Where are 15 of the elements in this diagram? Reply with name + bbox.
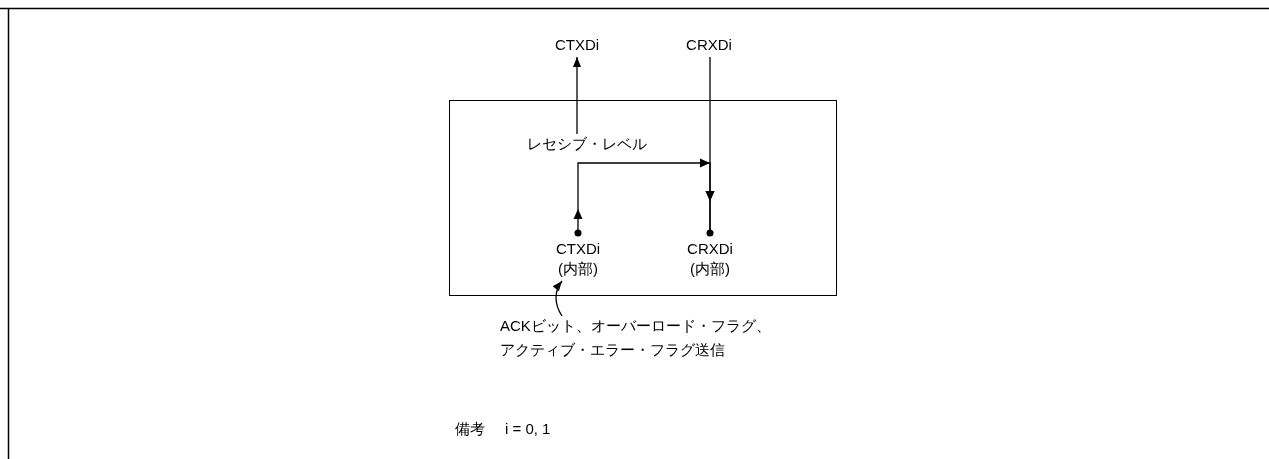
signal-label: (内部) xyxy=(557,259,599,279)
note-text: ACKビット、オーバーロード・フラグ、アクティブ・エラー・フラグ送信 xyxy=(500,314,780,362)
signal-arrow xyxy=(573,56,581,135)
note-text: i = 0, 1 xyxy=(505,420,551,437)
signal-arrow xyxy=(705,56,715,237)
signal-label: (内部) xyxy=(689,259,731,279)
signal-label: CRXDi xyxy=(686,35,732,55)
leader-arrow xyxy=(552,280,563,317)
block-outline xyxy=(449,100,837,296)
note-text: 備考 xyxy=(455,420,485,439)
signal-arrow xyxy=(573,158,715,237)
signal-label: レセシブ・レベル xyxy=(527,134,647,154)
signal-label: CTXDi xyxy=(555,239,601,259)
signal-label: CRXDi xyxy=(687,239,733,259)
signal-label: CTXDi xyxy=(554,35,600,55)
